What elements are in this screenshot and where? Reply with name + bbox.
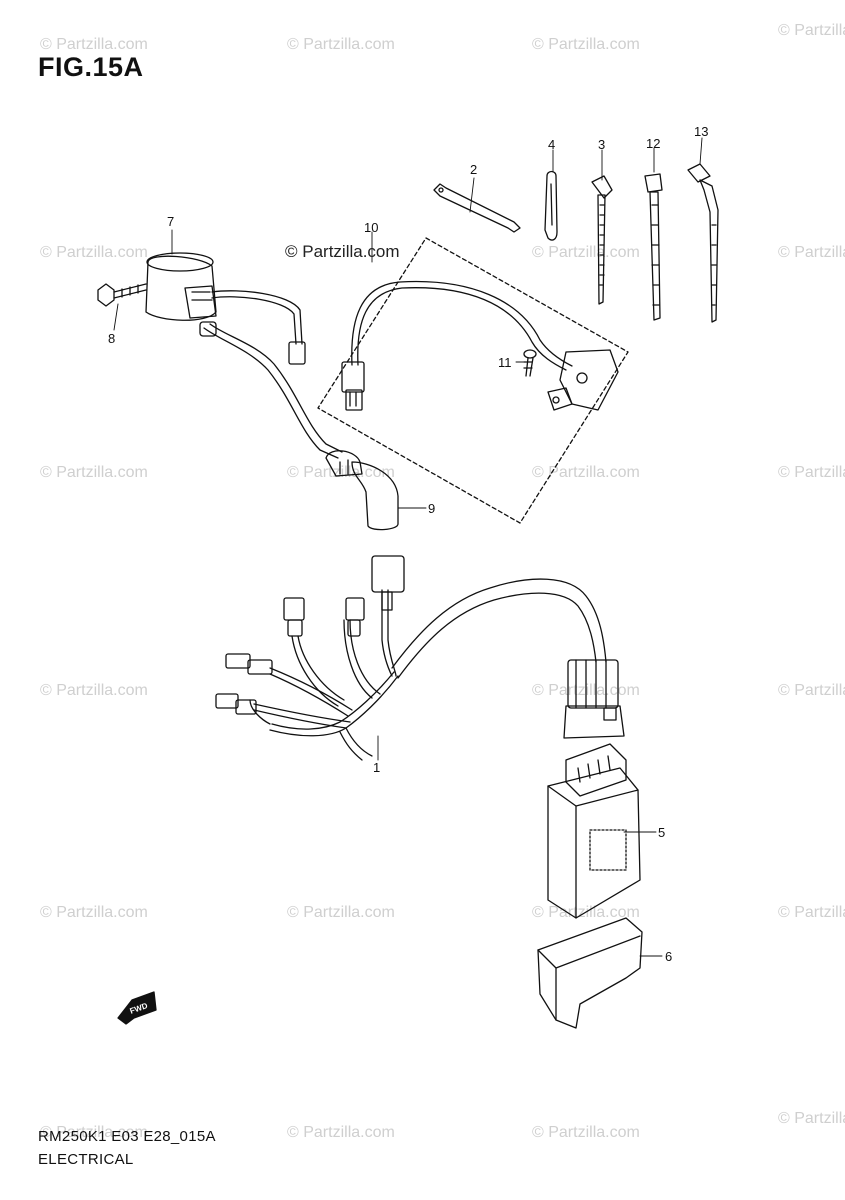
- callout-5: 5: [658, 825, 666, 840]
- callout-6: 6: [665, 949, 673, 964]
- figure-title: FIG.15A: [38, 52, 144, 82]
- watermark: © Partzilla.com: [778, 1110, 845, 1127]
- watermark: © Partzilla.com: [778, 682, 845, 699]
- watermark: © Partzilla.com: [40, 682, 148, 699]
- forward-direction-arrow: FWD: [117, 991, 157, 1025]
- watermark: © Partzilla.com: [778, 244, 845, 261]
- callout-12: 12: [646, 136, 661, 151]
- callout-4: 4: [548, 137, 556, 152]
- part-10-sensor: [341, 280, 619, 411]
- watermark: © Partzilla.com: [40, 36, 148, 53]
- watermark: © Partzilla.com: [40, 904, 148, 921]
- watermark: © Partzilla.com: [532, 244, 640, 261]
- watermark: © Partzilla.com: [532, 464, 640, 481]
- watermark: © Partzilla.com: [778, 22, 845, 39]
- part-13-cable-tie: [687, 163, 719, 323]
- part-4-clamp: [544, 170, 558, 241]
- part-8-bolt: [97, 283, 147, 307]
- section-name: ELECTRICAL: [38, 1151, 134, 1168]
- diagram-code: RM250K1 E03 E28_015A: [38, 1128, 216, 1145]
- part-3-cable-tie: [591, 175, 613, 305]
- part-12-cable-tie: [644, 173, 663, 321]
- callout-3: 3: [598, 137, 606, 152]
- callout-10: 10: [364, 220, 379, 235]
- part-11-screw: [523, 349, 537, 377]
- callout-2: 2: [470, 162, 478, 177]
- watermark: © Partzilla.com: [40, 464, 148, 481]
- part-1-wiring-harness: [215, 555, 625, 761]
- watermark: © Partzilla.com: [778, 464, 845, 481]
- part-6-cdi-cover: [537, 917, 643, 1029]
- watermark: © Partzilla.com: [287, 1124, 395, 1141]
- watermark: © Partzilla.com: [287, 464, 395, 481]
- watermark: © Partzilla.com: [532, 1124, 640, 1141]
- assembly-box: [317, 237, 629, 524]
- part-2-clamp: [433, 183, 521, 233]
- leader-lines: [113, 137, 703, 957]
- callout-13: 13: [694, 124, 709, 139]
- callout-8: 8: [108, 331, 116, 346]
- watermark-main: © Partzilla.com: [285, 242, 400, 261]
- part-5-cdi-unit: [547, 743, 641, 919]
- part-7-ignition-coil: [145, 252, 343, 459]
- watermark: © Partzilla.com: [40, 1124, 148, 1141]
- watermark: © Partzilla.com: [40, 244, 148, 261]
- watermark: © Partzilla.com: [287, 36, 395, 53]
- part-9-plug-cap: [325, 450, 399, 531]
- callout-11: 11: [498, 355, 512, 370]
- watermark: © Partzilla.com: [532, 36, 640, 53]
- callout-9: 9: [428, 501, 436, 516]
- callout-7: 7: [167, 214, 175, 229]
- watermark: © Partzilla.com: [778, 904, 845, 921]
- watermark: © Partzilla.com: [287, 904, 395, 921]
- callout-1: 1: [373, 760, 381, 775]
